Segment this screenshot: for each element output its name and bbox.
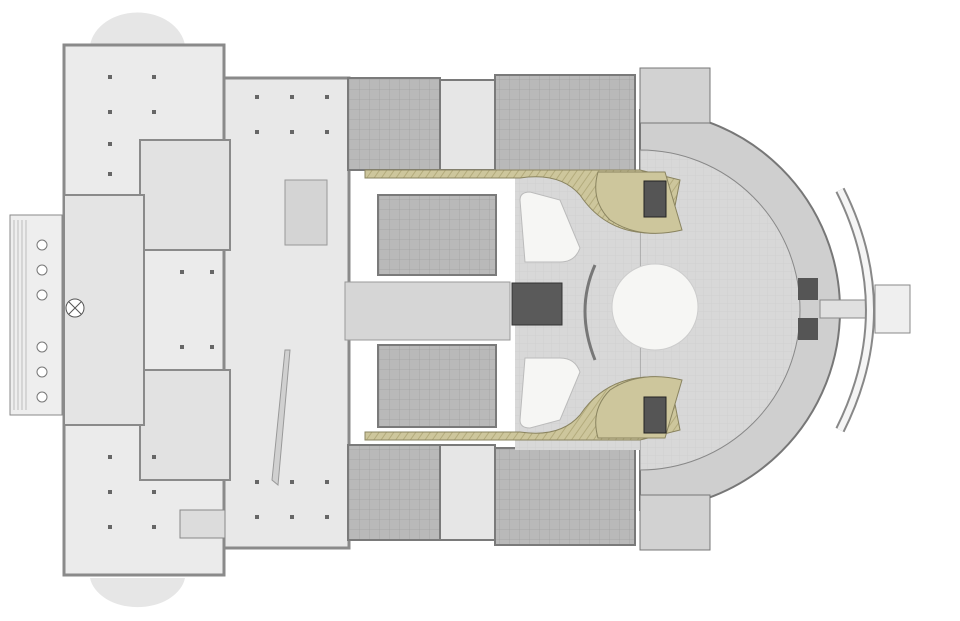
info-area-south (519, 357, 581, 429)
east-entrance (798, 187, 911, 433)
column-grid (108, 75, 329, 529)
west-wing (62, 43, 351, 577)
service-block-north (639, 67, 711, 124)
west-entrance-stairs (9, 214, 63, 416)
elevator-north (643, 180, 667, 218)
service-block-south (639, 494, 711, 551)
elevator-icon (511, 282, 563, 326)
elevator-south (643, 396, 667, 434)
curved-ramps (364, 169, 683, 441)
central-hall (344, 281, 511, 341)
diagonal-ramp (271, 349, 291, 486)
north-apse (90, 12, 185, 45)
info-area-north (519, 191, 581, 263)
gallery-rooms (347, 74, 636, 546)
central-atrium (611, 263, 699, 351)
south-apse (90, 578, 185, 608)
